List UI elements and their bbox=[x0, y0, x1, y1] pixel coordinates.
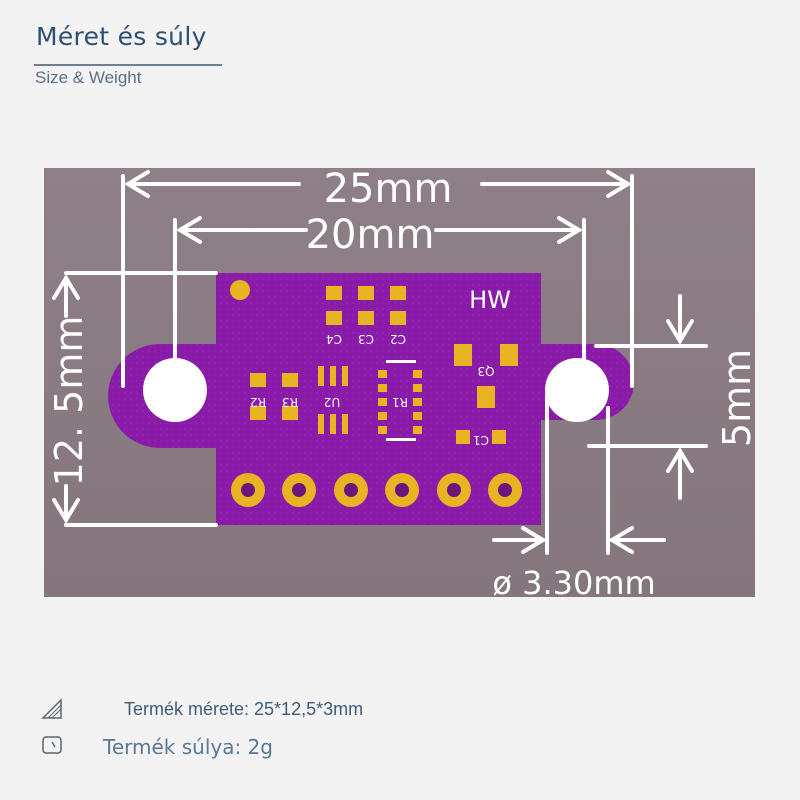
pcb-board bbox=[108, 273, 634, 525]
spec-weight: Termék súlya: 2g bbox=[103, 735, 273, 759]
header-pin bbox=[282, 473, 316, 507]
chip-r1-pads bbox=[378, 370, 422, 434]
label-r2: R2 bbox=[250, 395, 266, 409]
chip-u2-pads bbox=[318, 366, 348, 434]
label-u2: U2 bbox=[324, 395, 340, 409]
dim-length-holes: 20mm bbox=[306, 212, 435, 258]
ruler-triangle-icon bbox=[41, 698, 62, 719]
dim-hole-diameter: ø 3.30mm bbox=[492, 564, 655, 597]
page-title: Méret és súly bbox=[36, 22, 207, 51]
dimension-lines bbox=[52, 170, 708, 555]
title-underline bbox=[34, 64, 222, 66]
header-pin bbox=[488, 473, 522, 507]
transistor-q3-pads bbox=[454, 344, 518, 408]
chip-r1-bar-bottom bbox=[386, 438, 416, 441]
dim-width: 12. 5mm bbox=[47, 316, 91, 487]
label-q3: Q3 bbox=[477, 364, 494, 378]
header-pin bbox=[385, 473, 419, 507]
fiducial-dot bbox=[230, 280, 250, 300]
dim-hole-edge: 5mm bbox=[715, 349, 755, 447]
spec-size: Termék mérete: 25*12,5*3mm bbox=[124, 699, 364, 719]
mounting-hole-left bbox=[143, 358, 207, 422]
label-r1: R1 bbox=[392, 395, 408, 409]
label-c2: C2 bbox=[390, 332, 406, 346]
header-pin bbox=[231, 473, 265, 507]
header-pin bbox=[437, 473, 471, 507]
capacitor-group-top bbox=[326, 286, 406, 325]
dimension-diagram: C4 C3 C2 HW R2 R3 U2 R1 Q3 C1 bbox=[44, 168, 755, 597]
label-c4: C4 bbox=[326, 332, 342, 346]
mounting-hole-right bbox=[545, 358, 609, 422]
label-r3: R3 bbox=[282, 395, 298, 409]
capacitor-c1-pads bbox=[456, 430, 506, 444]
label-c1: C1 bbox=[473, 433, 489, 447]
header-pin bbox=[334, 473, 368, 507]
label-c3: C3 bbox=[358, 332, 374, 346]
page-subtitle: Size & Weight bbox=[35, 68, 142, 87]
scale-icon bbox=[42, 736, 62, 754]
brand-label: HW bbox=[469, 286, 511, 314]
resistor-group bbox=[250, 373, 298, 420]
dim-length-outer: 25mm bbox=[324, 168, 453, 212]
header-pins bbox=[231, 473, 522, 507]
chip-r1-bar-top bbox=[386, 360, 416, 363]
